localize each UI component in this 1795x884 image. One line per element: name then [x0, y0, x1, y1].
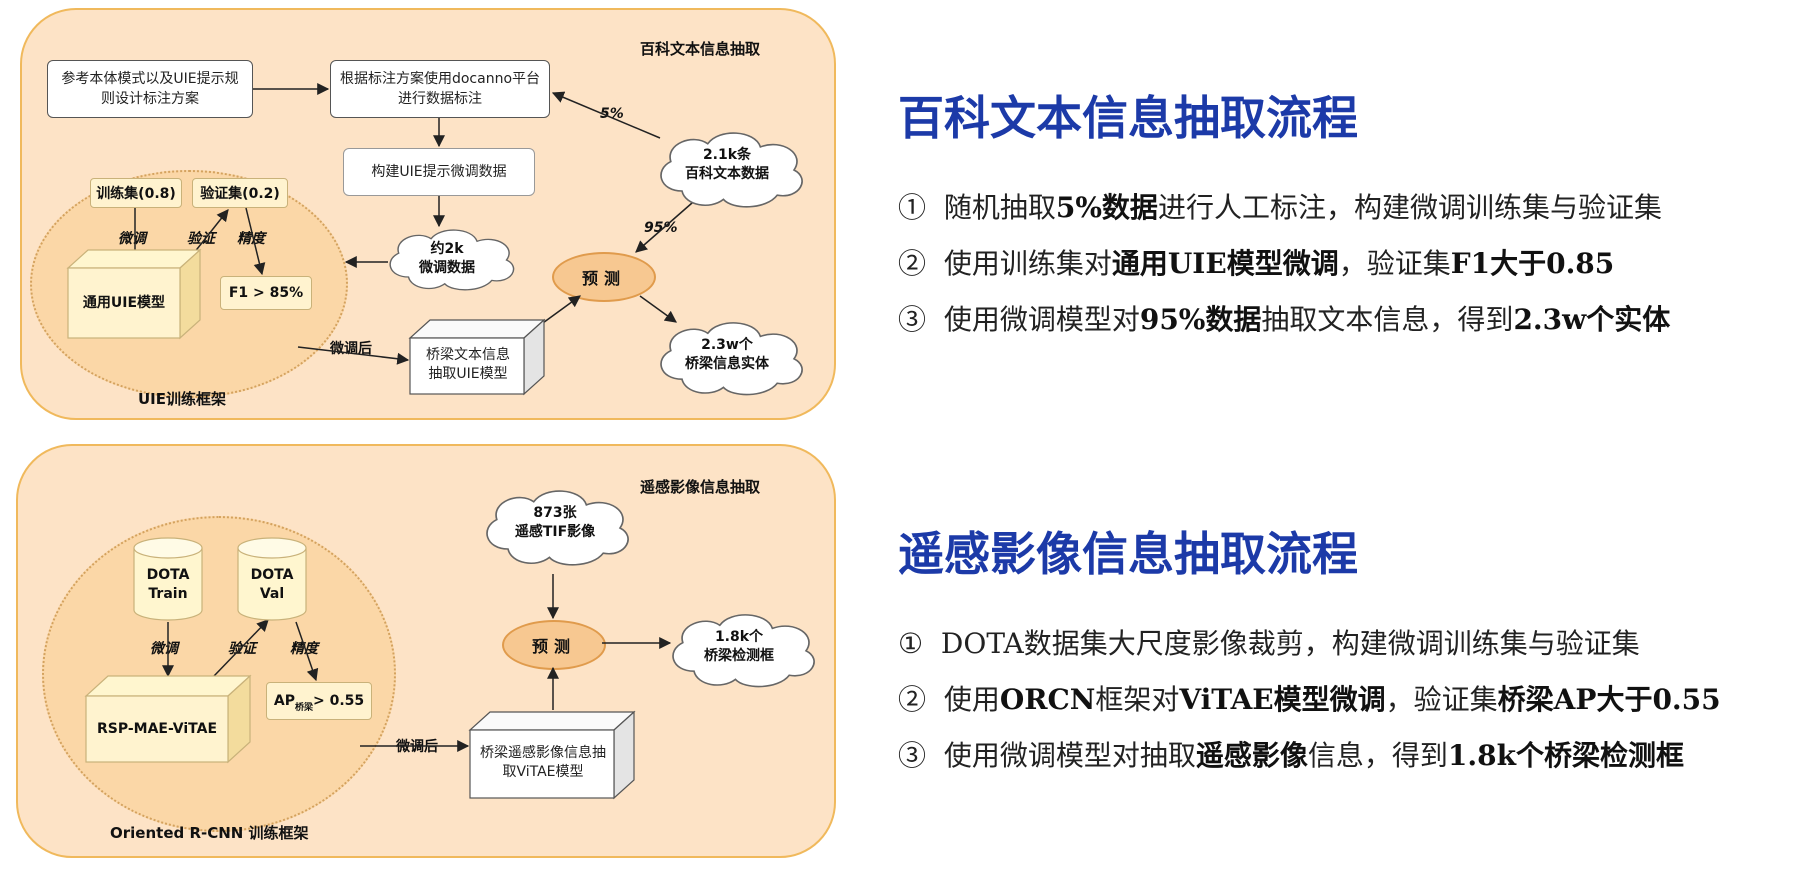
- dota-val-label: DOTA Val: [250, 567, 294, 602]
- uie-model-label: 通用UIE模型: [82, 295, 166, 311]
- edge-finetune-label: 微调: [150, 641, 178, 657]
- edge-precision-label: 精度: [237, 231, 265, 247]
- arrow-source-to-annotate: [551, 91, 661, 139]
- text-flow-heading: 百科文本信息抽取流程: [898, 91, 1358, 145]
- uie-model-cube: [66, 248, 202, 340]
- ap-label: AP: [273, 693, 295, 709]
- metric-box: F1 > 85%: [220, 276, 312, 310]
- image-flow-heading: 遥感影像信息抽取流程: [898, 527, 1358, 581]
- text-flow-item-2: ② 使用训练集对通用UIE模型微调，验证集F1大于0.85: [898, 247, 1615, 280]
- text-panel-title: 百科文本信息抽取: [640, 40, 761, 58]
- image-panel-title: 遥感影像信息抽取: [640, 478, 761, 496]
- image-flow-item-2: ② 使用ORCN框架对ViTAE模型微调，验证集桥梁AP大于0.55: [898, 683, 1721, 716]
- text-extraction-model-cube: [408, 318, 546, 396]
- val-set-box: 验证集(0.2): [192, 178, 288, 208]
- ap-value: > 0.55: [312, 693, 365, 709]
- edge-validate-label: 验证: [228, 641, 256, 657]
- text-flow-item-3: ③ 使用微调模型对95%数据抽取文本信息，得到2.3w个实体: [898, 303, 1671, 336]
- cloud-result-text: 1.8k个 桥梁检测框: [704, 629, 774, 664]
- image-extraction-model-label: 桥梁遥感影像信息抽取ViTAE模型: [480, 745, 606, 780]
- annotation-scheme-box: 参考本体模式以及UIE提示规则设计标注方案: [47, 60, 253, 118]
- image-flow-item-3: ③ 使用微调模型对抽取遥感影像信息，得到1.8k个桥梁检测框: [898, 739, 1684, 772]
- ap-subscript: 桥梁: [294, 702, 313, 713]
- arrow-val-to-metric: [245, 207, 266, 276]
- pct-annotate-label: 5%: [600, 106, 624, 122]
- arrow-model-to-val: [213, 619, 269, 677]
- vitae-model-label: RSP-MAE-ViTAE: [96, 721, 218, 737]
- build-finetune-data-box: 构建UIE提示微调数据: [343, 148, 535, 196]
- cloud-source-text: 2.1k条 百科文本数据: [685, 147, 769, 182]
- image-flow-item-1: ① DOTA数据集大尺度影像裁剪，构建微调训练集与验证集: [898, 627, 1640, 660]
- vitae-model-cube: [84, 674, 252, 764]
- dota-train-label: DOTA Train: [146, 567, 190, 602]
- arrow-framework-to-model: [297, 346, 410, 365]
- arrow-predict-to-result: [639, 295, 677, 323]
- image-extraction-model-cube: [468, 710, 636, 800]
- edge-precision-label: 精度: [290, 641, 318, 657]
- dota-train-database: [133, 537, 203, 621]
- text-flow-item-1: ① 随机抽取5%数据进行人工标注，构建微调训练集与验证集: [898, 191, 1662, 224]
- train-set-box: 训练集(0.8): [90, 178, 182, 208]
- orcn-framework-region: [42, 516, 396, 832]
- cloud-finetune-text: 约2k 微调数据: [419, 241, 475, 276]
- text-extraction-model-label: 桥梁文本信息抽取UIE模型: [426, 347, 510, 382]
- after-finetune-label: 微调后: [330, 341, 372, 357]
- data-annotation-box: 根据标注方案使用docanno平台进行数据标注: [330, 60, 550, 118]
- predict-node: 预测: [552, 252, 656, 302]
- dota-val-database: [237, 537, 307, 621]
- cloud-source-text: 873张 遥感TIF影像: [514, 505, 596, 540]
- arrow-source-to-predict: [635, 195, 701, 253]
- after-finetune-label: 微调后: [396, 739, 438, 755]
- framework-label: UIE训练框架: [138, 390, 227, 408]
- arrow-val-to-metric: [295, 621, 319, 682]
- edge-finetune-label: 微调: [118, 231, 146, 247]
- cloud-result-text: 2.3w个 桥梁信息实体: [685, 337, 769, 372]
- framework-label: Oriented R-CNN 训练框架: [110, 824, 309, 842]
